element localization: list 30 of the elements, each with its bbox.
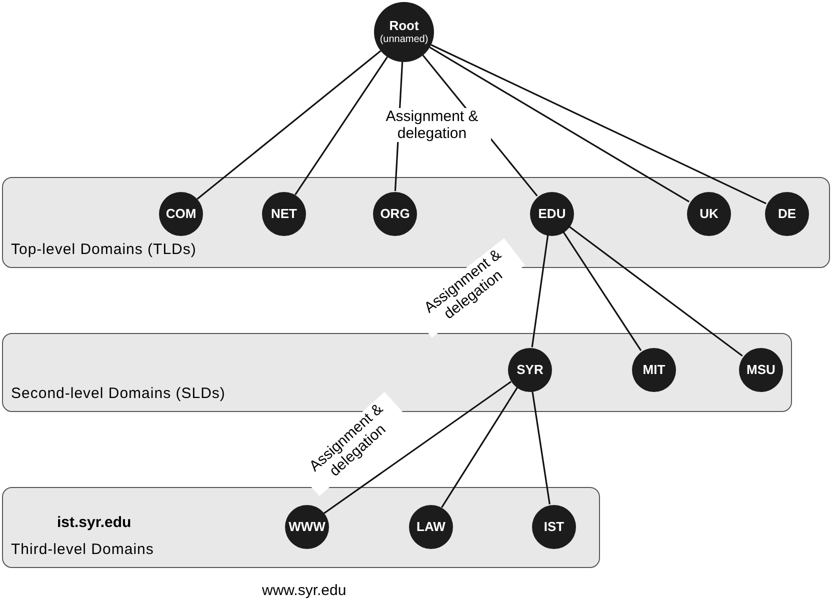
connector-line <box>294 56 388 196</box>
connector-line <box>568 226 743 356</box>
domain-name: COM <box>166 206 196 222</box>
domain-name: DE <box>778 206 796 222</box>
connector-line <box>429 46 690 202</box>
domain-name: MSU <box>746 362 776 378</box>
domain-name: SYR <box>516 362 544 378</box>
connector-line <box>532 390 550 504</box>
connector-line <box>324 381 512 514</box>
domain-name: UK <box>700 206 718 222</box>
domain-name: WWW <box>288 518 326 536</box>
connector-line <box>562 230 642 352</box>
domain-name: Root <box>389 18 419 34</box>
band-title: Third-level Domains <box>11 540 154 560</box>
connector-line <box>531 234 549 348</box>
domain-example-label: www.syr.edu <box>262 581 346 600</box>
domain-name: EDU <box>538 206 566 222</box>
domain-level-band <box>2 487 600 568</box>
domain-note: (unnamed) <box>380 34 428 46</box>
connector-line <box>430 44 766 204</box>
band-title: Top-level Domains (TLDs) <box>11 240 196 260</box>
connector-line <box>196 50 382 200</box>
domain-name: NET <box>271 206 297 222</box>
band-heading: ist.syr.edu <box>57 513 132 533</box>
domain-name: MIT <box>642 362 666 378</box>
domain-name: IST <box>544 518 564 536</box>
domain-name: ORG <box>380 206 410 222</box>
connector-line <box>441 387 518 508</box>
domain-name: LAW <box>416 518 446 536</box>
band-title: Second-level Domains (SLDs) <box>11 384 226 404</box>
